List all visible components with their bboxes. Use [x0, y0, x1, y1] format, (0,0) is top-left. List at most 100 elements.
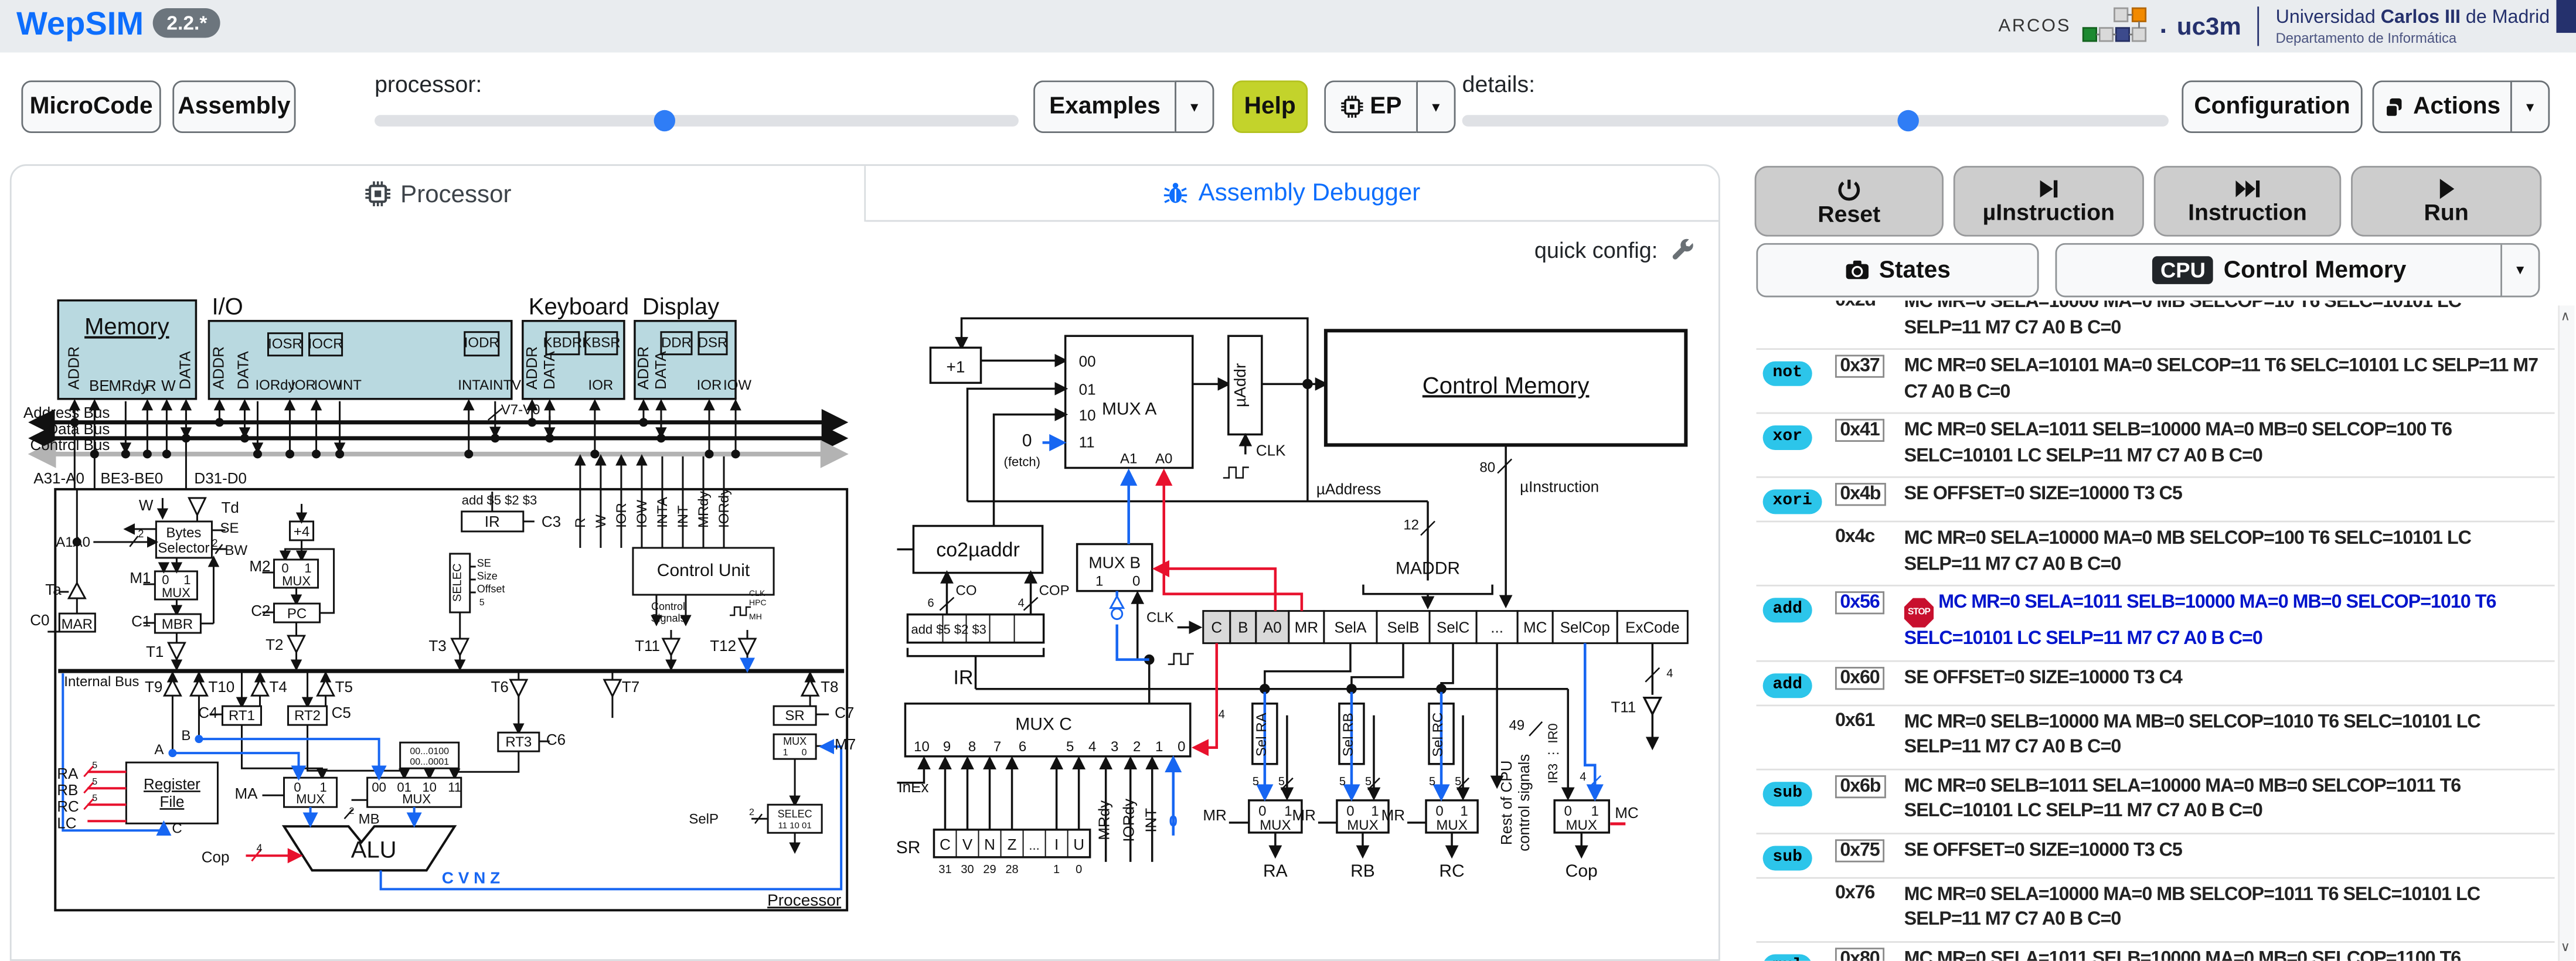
diagram-label: 5	[1429, 775, 1435, 788]
diagram-label: MR	[1381, 806, 1405, 824]
control-unit-shapes	[897, 317, 1689, 862]
tab-processor[interactable]: Processor	[12, 166, 866, 222]
processor-slider-thumb[interactable]	[654, 109, 676, 131]
diagram-label: 00...0001	[410, 757, 449, 767]
diagram-label: ADDR	[64, 346, 82, 390]
step-forward-icon	[2040, 180, 2058, 198]
diagram-label: 00	[1079, 352, 1096, 370]
details-slider-thumb[interactable]	[1897, 109, 1919, 131]
red-wires	[1152, 468, 1626, 826]
row-address: 0x37	[1835, 355, 1898, 378]
cpu-badge: CPU	[2152, 256, 2214, 284]
power-icon	[1838, 179, 1860, 200]
fast-forward-icon	[2235, 180, 2259, 197]
diagram-label: A1	[1120, 451, 1137, 466]
diagram-label: M1	[130, 569, 151, 587]
diagram-label: 4	[1088, 739, 1096, 755]
diagram-label: µAddr	[1231, 363, 1249, 407]
assembly-button[interactable]: Assembly	[172, 80, 296, 134]
run-button[interactable]: Run	[2351, 166, 2542, 237]
instruction-step-button[interactable]: Instruction	[2153, 166, 2342, 237]
bus-connectors	[69, 398, 741, 489]
diagram-label: IOR	[614, 503, 629, 528]
tab-bar: Processor Assembly Debugger	[12, 166, 1719, 222]
diagram-label: 0	[294, 780, 301, 795]
states-button[interactable]: States	[1756, 243, 2039, 298]
diagram-label: SELEC	[451, 563, 464, 602]
control-memory-dropdown[interactable]: CPU Control Memory ▼	[2055, 243, 2540, 298]
diagram-label: ...	[1029, 838, 1039, 853]
diagram-label: PC	[287, 606, 307, 622]
configuration-button[interactable]: Configuration	[2182, 80, 2363, 134]
chip-icon	[365, 181, 390, 207]
diagram-label: D31-D0	[194, 469, 247, 487]
processor-datapath-diagram[interactable]: MemoryADDRBEMRdyRWDATAI/OIOSRIOCRIODRADD…	[23, 296, 882, 938]
microcode-row[interactable]: mul0x80MC MR=0 SELA=1011 SELB=10000 MA=0…	[1756, 942, 2554, 961]
diagram-label: Control Unit	[657, 561, 750, 580]
diagram-label: SE	[477, 557, 491, 569]
diagram-label: 5	[92, 761, 97, 771]
badge-column: xori	[1762, 483, 1829, 514]
diagram-label: 29	[983, 863, 996, 876]
reset-button[interactable]: Reset	[1754, 166, 1944, 237]
badge-column: sub	[1762, 839, 1829, 870]
processor-detail-slider[interactable]	[375, 109, 1019, 131]
diagram-label: T9	[145, 678, 162, 696]
diagram-label: 1	[783, 748, 788, 758]
diagram-label: A31-A0	[33, 469, 84, 487]
tab-assembly-debugger[interactable]: Assembly Debugger	[866, 166, 1719, 222]
diagram-label: A1A0	[56, 534, 90, 550]
scrollbar-track[interactable]	[2558, 305, 2575, 961]
diagram-label: T8	[821, 678, 838, 696]
actions-dropdown-caret[interactable]: ▼	[2510, 80, 2550, 134]
details-slider[interactable]	[1462, 109, 2169, 131]
diagram-label: DDR	[661, 335, 692, 351]
scroll-down-arrow[interactable]: ∨	[2560, 939, 2571, 955]
diagram-label: T5	[335, 678, 353, 696]
diagram-label: R	[145, 377, 156, 394]
examples-button[interactable]: Examples	[1033, 80, 1175, 134]
microcode-button[interactable]: MicroCode	[21, 80, 161, 134]
actions-button[interactable]: Actions	[2372, 80, 2510, 134]
instruction-badge: add	[1762, 598, 1812, 623]
diagram-label: 1	[1155, 739, 1163, 755]
diagram-label: RT1	[229, 708, 255, 724]
diagram-label: 4	[1580, 771, 1586, 783]
diagram-label: 0	[1178, 739, 1185, 755]
diagram-label: IOW	[314, 377, 342, 393]
help-button[interactable]: Help	[1232, 80, 1308, 134]
control-memory-caret[interactable]: ▼	[2500, 244, 2538, 296]
row-microcode-text: MC MR=0 SELA=10000 MA=0 MB SELCOP=1011 T…	[1904, 884, 2480, 931]
ep-button[interactable]: EP	[1324, 80, 1417, 134]
wrench-icon[interactable]	[1671, 238, 1696, 263]
row-microcode-text: MC MR=0 SELB=1011 SELA=10000 MA=0 MB=0 S…	[1904, 776, 2462, 822]
diagram-label: C1	[131, 612, 151, 630]
university-name: Universidad Carlos III de Madrid Departa…	[2275, 7, 2550, 46]
diagram-label: T11	[1611, 698, 1636, 716]
actions-stack-icon	[2384, 97, 2402, 117]
diagram-label: MR	[1295, 619, 1318, 636]
scroll-up-arrow[interactable]: ∧	[2560, 308, 2571, 324]
microinstruction-step-button[interactable]: µInstruction	[1953, 166, 2144, 237]
ep-dropdown-caret[interactable]: ▼	[1416, 80, 1456, 134]
diagram-label: R	[573, 518, 588, 528]
examples-dropdown-caret[interactable]: ▼	[1175, 80, 1214, 134]
diagram-label: RC	[1439, 861, 1464, 881]
diagram-label: IOR	[291, 377, 316, 393]
diagram-label: IODR	[464, 335, 499, 351]
diagram-label: Size	[477, 570, 498, 582]
main-toolbar: MicroCode Assembly processor: Examples ▼…	[0, 52, 2576, 158]
